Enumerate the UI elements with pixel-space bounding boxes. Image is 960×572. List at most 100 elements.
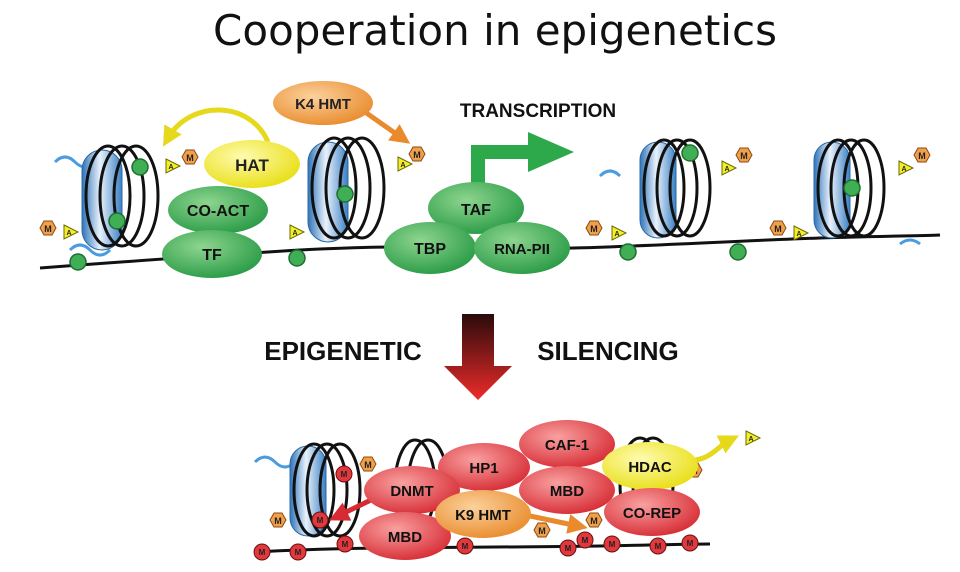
svg-text:A: A — [614, 231, 619, 238]
methyl-mark: M — [585, 220, 603, 236]
active-chromatin: M M M M M M M — [39, 81, 941, 278]
svg-text:TBP: TBP — [414, 241, 446, 258]
svg-text:M: M — [655, 542, 662, 551]
acetyl-mark: A — [745, 430, 762, 446]
svg-text:M: M — [590, 224, 598, 234]
green-dot — [729, 243, 747, 261]
green-dot — [681, 144, 699, 162]
svg-text:A: A — [796, 231, 801, 238]
svg-text:M: M — [740, 151, 748, 161]
acetyl-mark: A — [397, 156, 414, 172]
tf-factor: TF — [162, 230, 262, 278]
svg-text:HAT: HAT — [235, 156, 269, 175]
acetyl-mark: A — [611, 225, 628, 241]
svg-text:A: A — [168, 164, 173, 171]
acetyl-mark: A — [721, 160, 738, 176]
down-arrow — [444, 314, 512, 400]
epigenetic-label: EPIGENETIC — [264, 336, 422, 366]
svg-text:M: M — [774, 224, 782, 234]
hp1-factor: HP1 — [438, 443, 530, 491]
coact-factor: CO-ACT — [168, 186, 268, 234]
transcription-label: TRANSCRIPTION — [460, 101, 616, 122]
svg-text:A: A — [292, 230, 297, 237]
acetyl-mark: A — [793, 225, 810, 241]
hat-factor: HAT — [204, 140, 300, 188]
svg-text:A: A — [400, 162, 405, 169]
nucleosome — [288, 136, 386, 267]
svg-text:CAF-1: CAF-1 — [545, 437, 589, 454]
svg-text:M: M — [538, 526, 546, 536]
green-dot — [69, 253, 87, 271]
methyl-mark: M — [769, 220, 787, 236]
svg-text:M: M — [609, 540, 616, 549]
acetyl-mark: A — [165, 158, 182, 174]
green-dot — [843, 179, 861, 197]
k4hmt-factor: K4 HMT — [273, 81, 373, 125]
mbd-factor-left: MBD — [359, 512, 451, 560]
svg-text:M: M — [259, 548, 266, 557]
svg-text:A: A — [724, 166, 729, 173]
methyl-marks-top: M M M M M M M — [39, 146, 931, 236]
nucleosome — [619, 138, 747, 261]
dnmt-factor: DNMT — [364, 466, 460, 514]
silencing-transition: EPIGENETIC SILENCING — [264, 314, 679, 400]
svg-text:M: M — [44, 224, 52, 234]
k9hmt-factor: K9 HMT — [435, 490, 531, 538]
svg-text:M: M — [918, 151, 926, 161]
svg-text:TAF: TAF — [461, 202, 491, 219]
svg-text:M: M — [590, 516, 598, 526]
hdac-arrow — [694, 435, 739, 463]
svg-text:K4 HMT: K4 HMT — [295, 96, 351, 113]
caf1-factor: CAF-1 — [519, 420, 615, 468]
svg-text:M: M — [274, 516, 282, 526]
corep-factor: CO-REP — [604, 488, 700, 536]
k9hmt-arrow — [529, 513, 588, 534]
svg-text:M: M — [687, 539, 694, 548]
taf-factor: TAF — [428, 182, 524, 234]
acetyl-mark: A — [63, 224, 80, 240]
svg-text:A: A — [748, 436, 753, 443]
green-dot — [288, 249, 306, 267]
rnapii-factor: RNA-PII — [474, 222, 570, 274]
dnmt-arrow — [329, 495, 377, 521]
green-dot — [108, 212, 126, 230]
svg-text:M: M — [295, 548, 302, 557]
acetyl-marks-top: A A A A A A A — [63, 156, 915, 241]
transcription-arrow-head — [528, 132, 574, 172]
acetyl-mark: A — [289, 224, 306, 240]
methyl-mark: M — [735, 147, 753, 163]
svg-text:K9 HMT: K9 HMT — [455, 507, 511, 524]
methyl-mark: M — [181, 149, 199, 165]
dna-strand-bottom — [254, 542, 711, 554]
k4hmt-arrow — [363, 109, 411, 144]
methyl-mark: M — [913, 147, 931, 163]
methyl-mark: M — [39, 220, 57, 236]
hdac-factor: HDAC — [602, 442, 698, 490]
svg-text:TF: TF — [202, 247, 222, 264]
svg-text:M: M — [342, 540, 349, 549]
svg-text:M: M — [565, 544, 572, 553]
svg-text:M: M — [186, 153, 194, 163]
svg-text:M: M — [582, 536, 589, 545]
mbd-factor-right: MBD — [519, 466, 615, 514]
svg-text:HDAC: HDAC — [628, 459, 671, 476]
histone-tail — [899, 238, 921, 246]
nucleosome — [813, 138, 886, 239]
nucleosome — [69, 144, 160, 271]
histone-tail — [598, 169, 622, 178]
silenced-chromatin: M M M M M M M M M M M M M M M M A — [253, 420, 762, 561]
methyl-mark: M — [408, 146, 426, 162]
acetyl-mark: A — [898, 160, 915, 176]
svg-text:RNA-PII: RNA-PII — [494, 241, 550, 258]
svg-text:CO-REP: CO-REP — [623, 505, 681, 522]
hat-arrow — [162, 107, 271, 147]
tbp-factor: TBP — [384, 222, 476, 274]
svg-text:A: A — [66, 230, 71, 237]
svg-text:DNMT: DNMT — [390, 483, 433, 500]
svg-text:HP1: HP1 — [469, 460, 498, 477]
svg-text:M: M — [462, 542, 469, 551]
green-dot — [619, 243, 637, 261]
green-dot — [131, 158, 149, 176]
